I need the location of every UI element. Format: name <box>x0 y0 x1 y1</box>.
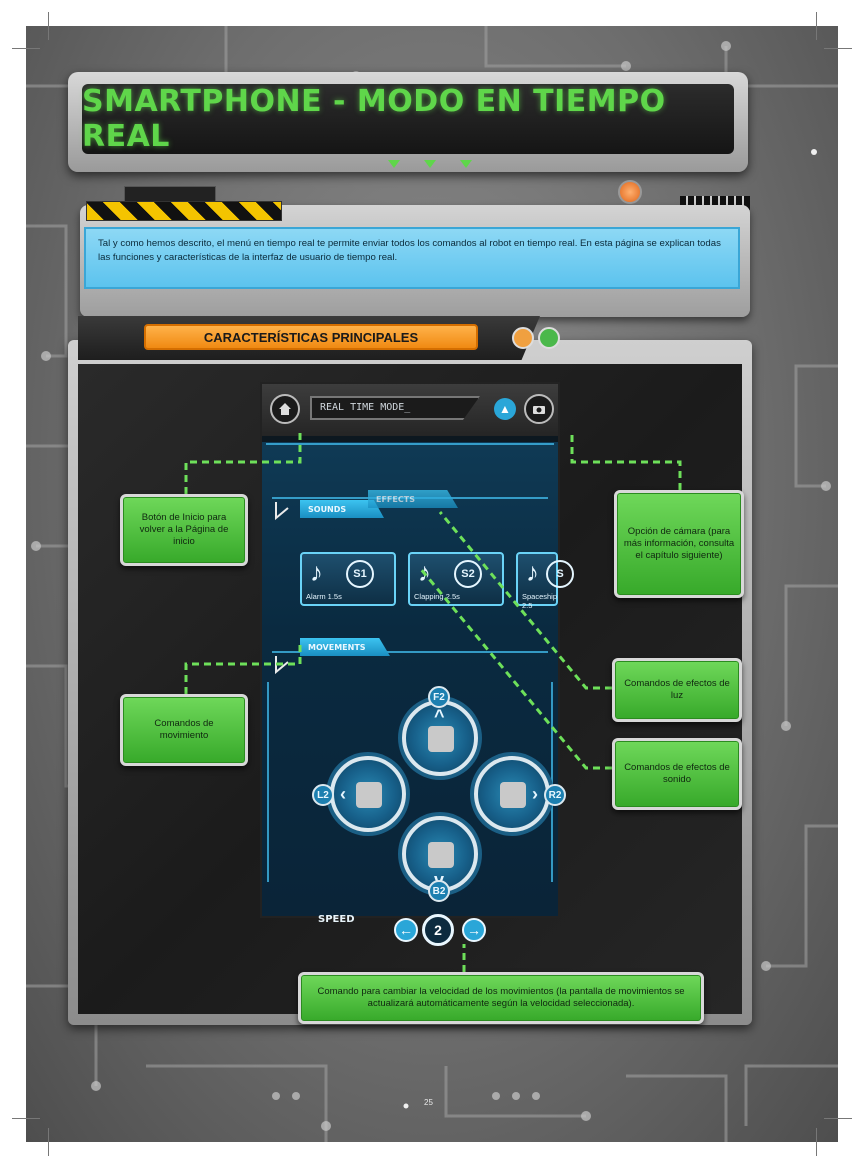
left-label: L2 <box>312 784 334 806</box>
music-note-icon: ♪ <box>310 557 323 587</box>
robot-icon <box>428 842 454 868</box>
speed-decrease-button[interactable]: ← <box>394 918 418 942</box>
page-title: SMARTPHONE - MODO EN TIEMPO REAL <box>82 84 666 154</box>
chevron-right-icon: › <box>532 784 538 804</box>
title-banner: SMARTPHONE - MODO EN TIEMPO REAL <box>82 84 734 154</box>
sound-label: Clapping 2.5s <box>414 592 460 601</box>
speed-value: 2 <box>422 914 454 946</box>
music-note-icon: ♪ <box>418 557 431 587</box>
chevron-left-icon: ‹ <box>340 784 346 804</box>
page-number: 25 <box>424 1098 433 1107</box>
forward-label: F2 <box>428 686 450 708</box>
intro-panel: Tal y como hemos descrito, el menú en ti… <box>84 227 740 289</box>
crop-mark <box>816 12 817 40</box>
crop-mark <box>12 1118 40 1119</box>
chevron-up-icon: ^ <box>434 706 445 726</box>
music-note-icon: ♪ <box>526 557 539 587</box>
crop-mark <box>48 1128 49 1156</box>
sound-card[interactable]: ♪ S Spaceship 2.5 <box>516 552 574 610</box>
robot-icon <box>428 726 454 752</box>
camera-icon <box>533 406 545 414</box>
green-indicator-icon <box>538 327 560 349</box>
speed-increase-button[interactable]: → <box>462 918 486 942</box>
title-arrows-icon <box>388 160 472 168</box>
sound-number: S1 <box>346 560 374 588</box>
arrow-left-icon: ← <box>399 922 413 938</box>
crop-mark <box>48 12 49 40</box>
speed-label: SPEED <box>318 914 355 925</box>
move-left-button[interactable]: ‹ <box>330 756 406 832</box>
home-button[interactable] <box>270 394 300 424</box>
crop-mark <box>12 48 40 49</box>
camera-button[interactable] <box>524 394 554 424</box>
tab-sounds[interactable]: SOUNDS <box>300 500 384 518</box>
sound-label: Spaceship 2.5 <box>522 592 558 610</box>
callout-home: Botón de Inicio para volver a la Página … <box>120 494 248 566</box>
mode-field: REAL TIME MODE_ <box>310 396 480 420</box>
move-forward-button[interactable]: ^ <box>402 700 478 776</box>
callout-movement: Comandos de movimiento <box>120 694 248 766</box>
sound-number: S <box>546 560 574 588</box>
callout-sound: Comandos de efectos de sonido <box>612 738 742 810</box>
sound-card[interactable]: ♪ S1 Alarm 1.5s <box>300 552 396 606</box>
orange-button-icon <box>618 180 642 204</box>
orange-indicator-icon <box>512 327 534 349</box>
crop-mark <box>824 48 852 49</box>
back-label: B2 <box>428 880 450 902</box>
crop-mark <box>824 1118 852 1119</box>
arrow-right-icon: → <box>467 922 481 938</box>
robot-icon <box>500 782 526 808</box>
sound-number: S2 <box>454 560 482 588</box>
intro-text: Tal y como hemos descrito, el menú en ti… <box>98 238 721 263</box>
arrow-up-button[interactable]: ▲ <box>494 398 516 420</box>
hazard-stripe <box>86 201 282 221</box>
tab-effects[interactable]: EFFECTS <box>368 490 458 508</box>
arrow-up-icon: ▲ <box>499 402 511 416</box>
tab-movements[interactable]: MOVEMENTS <box>300 638 390 656</box>
sound-label: Alarm 1.5s <box>306 592 342 601</box>
sound-card[interactable]: ♪ S2 Clapping 2.5s <box>408 552 504 606</box>
crop-mark <box>816 1128 817 1156</box>
callout-speed: Comando para cambiar la velocidad de los… <box>298 972 704 1024</box>
right-label: R2 <box>544 784 566 806</box>
phone-top-bar: REAL TIME MODE_ ▲ <box>262 384 558 436</box>
house-icon <box>279 403 291 415</box>
callout-light: Comandos de efectos de luz <box>612 658 742 722</box>
callout-camera: Opción de cámara (para más información, … <box>614 490 744 598</box>
robot-icon <box>356 782 382 808</box>
move-right-button[interactable]: › <box>474 756 550 832</box>
section-title: CARACTERÍSTICAS PRINCIPALES <box>144 324 478 350</box>
